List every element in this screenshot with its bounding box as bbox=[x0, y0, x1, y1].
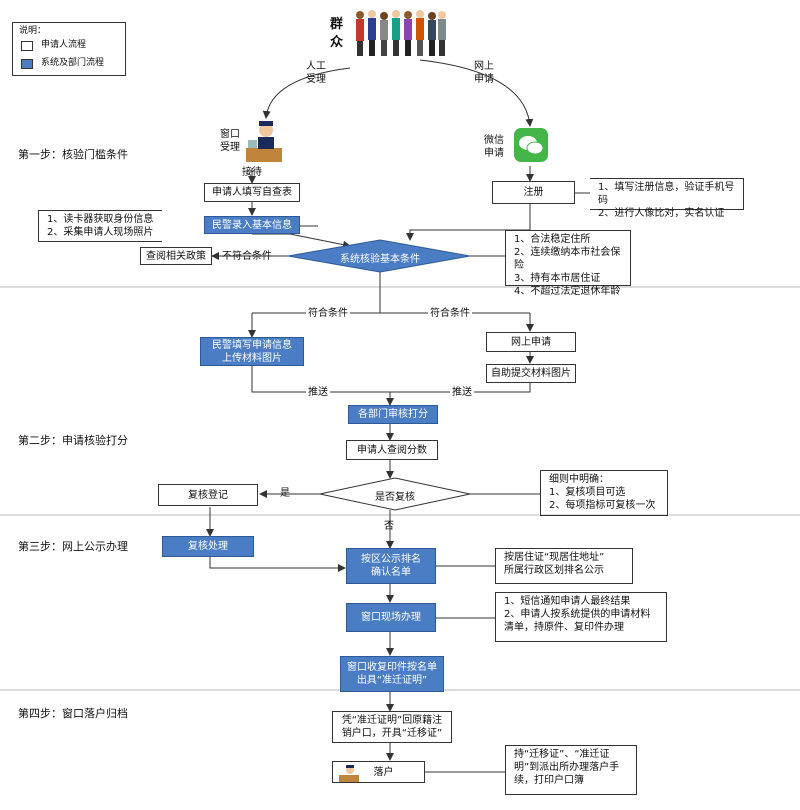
settle-box: 落户 bbox=[332, 761, 425, 783]
receive-label: 接待 bbox=[242, 167, 262, 178]
police-fill-box: 民警填写申请信息 上传材料图片 bbox=[200, 337, 304, 366]
register-note: 1、填写注册信息，验证手机号码 2、进行人像比对，实名认证 bbox=[590, 178, 744, 219]
legend: 说明： 申请人流程 系统及部门流程 bbox=[12, 22, 126, 76]
receptionist-icon bbox=[246, 121, 282, 162]
step3-label: 第三步：网上公示办理 bbox=[18, 540, 128, 553]
line-police-diamond bbox=[252, 233, 351, 249]
condition-line: 3、持有本市居住证 bbox=[514, 273, 601, 284]
legend-label-system: 系统及部门流程 bbox=[41, 58, 105, 68]
step1-label: 第一步：核验门槛条件 bbox=[18, 148, 128, 161]
step2-label: 第二步：申请核验打分 bbox=[18, 434, 128, 447]
register-note-line: 1、填写注册信息，验证手机号码 bbox=[598, 182, 735, 206]
window-note-line: 1、短信通知申请人最终结果 bbox=[504, 596, 631, 607]
police-entry-box: 民警录入基本信息 bbox=[204, 216, 300, 234]
line-register-diamond bbox=[406, 204, 531, 241]
online-apply-box: 网上申请 bbox=[486, 332, 576, 352]
window-note-line: 清单，持原件、复印件办理 bbox=[504, 622, 624, 633]
meet-right-label: 符合条件 bbox=[428, 307, 472, 320]
legend-swatch-system bbox=[21, 59, 33, 69]
crowd-people-icon bbox=[356, 10, 446, 56]
meet-left-label: 符合条件 bbox=[306, 307, 350, 320]
self-upload-box: 自助提交材料图片 bbox=[486, 364, 576, 383]
ranking-note: 按居住证“现居住地址” 所属行政区划排名公示 bbox=[495, 548, 633, 584]
conditions-note: 1、合法稳定住所 2、连续缴纳本市社会保险 3、持有本市居住证 4、不超过法定退… bbox=[505, 230, 631, 297]
reader-note-line: 2、采集申请人现场照片 bbox=[47, 227, 154, 238]
consult-policy-box: 查阅相关政策 bbox=[140, 247, 212, 265]
window-process-box: 窗口现场办理 bbox=[346, 603, 436, 632]
reader-note-line: 1、读卡器获取身份信息 bbox=[47, 214, 154, 225]
wechat-label: 微信 申请 bbox=[484, 135, 504, 159]
window-note: 1、短信通知申请人最终结果 2、申请人按系统提供的申请材料 清单，持原件、复印件… bbox=[495, 592, 667, 642]
issue-permit-box: 窗口收复印件按名单 出具“准迁证明” bbox=[340, 656, 444, 692]
branch-online-label: 网上 申请 bbox=[474, 61, 494, 85]
diamond-recheck bbox=[319, 477, 471, 511]
crowd-label: 群 众 bbox=[330, 17, 344, 50]
recheck-process-box: 复核处理 bbox=[162, 536, 254, 557]
step4-label: 第四步：窗口落户归档 bbox=[18, 707, 128, 720]
rules-note-line: 细则中明确： bbox=[549, 474, 609, 485]
yes-label: 是 bbox=[280, 488, 290, 499]
settle-note-line: 续，打印户口簿 bbox=[514, 775, 584, 786]
ranking-box: 按区公示排名 确认名单 bbox=[346, 548, 436, 584]
settle-note-line: 持“迁移证”、“准迁证 bbox=[514, 749, 610, 760]
settle-note: 持“迁移证”、“准迁证 明”到派出所办理落户手 续，打印户口簿 bbox=[505, 745, 637, 795]
check-score-box: 申请人查阅分数 bbox=[346, 440, 438, 460]
rules-note: 细则中明确： 1、复核项目可选 2、每项指标可复核一次 bbox=[540, 470, 668, 516]
register-box: 注册 bbox=[492, 181, 575, 204]
window-note-line: 2、申请人按系统提供的申请材料 bbox=[504, 609, 651, 620]
self-check-box: 申请人填写自查表 bbox=[204, 183, 300, 202]
legend-swatch-applicant bbox=[21, 41, 33, 51]
condition-line: 2、连续缴纳本市社会保险 bbox=[514, 247, 621, 271]
rules-note-line: 2、每项指标可复核一次 bbox=[549, 500, 656, 511]
push-left-label: 推送 bbox=[306, 386, 330, 399]
system-check-label: 系统核验基本条件 bbox=[340, 254, 420, 265]
line-push-right bbox=[390, 383, 531, 393]
reader-note: 1、读卡器获取身份信息 2、采集申请人现场照片 bbox=[38, 210, 162, 242]
ranking-note-line: 所属行政区划排名公示 bbox=[504, 565, 604, 576]
rules-note-line: 1、复核项目可选 bbox=[549, 487, 626, 498]
push-right-label: 推送 bbox=[450, 386, 474, 399]
no-label: 否 bbox=[384, 521, 394, 532]
not-meet-label: 不符合条件 bbox=[222, 251, 272, 262]
branch-manual-label: 人工 受理 bbox=[306, 61, 326, 85]
settle-receptionist-icon bbox=[339, 765, 359, 782]
register-note-line: 2、进行人像比对，实名认证 bbox=[598, 208, 725, 219]
line-process-ranking bbox=[209, 557, 346, 572]
line-crowd-window bbox=[262, 67, 351, 119]
cancel-register-box: 凭“准迁证明”回原籍注 销户口，开具“迁移证” bbox=[332, 711, 452, 743]
condition-line: 1、合法稳定住所 bbox=[514, 234, 591, 245]
recheck-register-box: 复核登记 bbox=[158, 484, 258, 506]
dept-review-box: 各部门审核打分 bbox=[348, 405, 438, 424]
ranking-note-line: 按居住证“现居住地址” bbox=[504, 552, 605, 563]
legend-title: 说明： bbox=[19, 26, 47, 36]
window-label: 窗口 受理 bbox=[220, 129, 240, 153]
diamond-system-check bbox=[287, 239, 471, 273]
recheck-question-label: 是否复核 bbox=[375, 492, 415, 503]
legend-label-applicant: 申请人流程 bbox=[41, 40, 87, 50]
wechat-icon bbox=[514, 128, 548, 162]
settle-note-line: 明”到派出所办理落户手 bbox=[514, 762, 620, 773]
settle-label: 落户 bbox=[373, 766, 394, 778]
line-crowd-wechat bbox=[419, 59, 534, 127]
condition-line: 4、不超过法定退休年龄 bbox=[514, 286, 621, 297]
